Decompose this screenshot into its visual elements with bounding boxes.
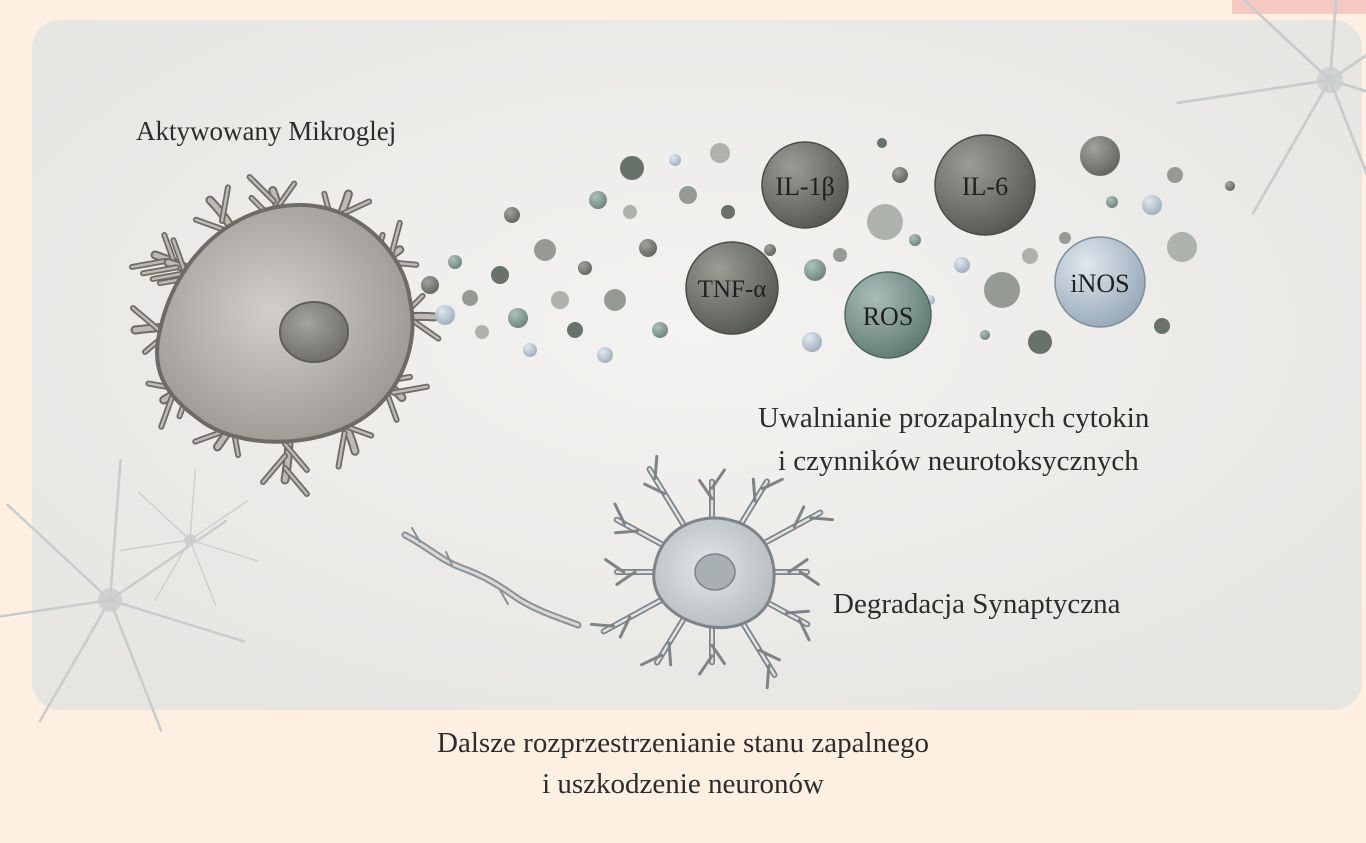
- mediator-particle: [721, 205, 735, 219]
- mediator-particle: [620, 156, 644, 180]
- mediator-particle: [1154, 318, 1170, 334]
- mediator-particle: [1225, 181, 1235, 191]
- mediator-particle: [909, 234, 921, 246]
- neuron-nucleus: [695, 554, 735, 590]
- mediator-particle: [567, 322, 583, 338]
- mediator-particle: [421, 276, 439, 294]
- mediator-particle: [764, 244, 776, 256]
- mediator-particle: [448, 255, 462, 269]
- mediator-particle: [710, 143, 730, 163]
- mediator-particle: [578, 261, 592, 275]
- mediator-particle: [435, 305, 455, 325]
- mediator-particle: [523, 343, 537, 357]
- mediator-particle: [504, 207, 520, 223]
- release-label-line2: i czynników neurotoksycznych: [778, 445, 1139, 478]
- mediator-particle: [833, 248, 847, 262]
- mediator-particle: [1059, 232, 1071, 244]
- footer-line1: Dalsze rozprzestrzenianie stanu zapalneg…: [0, 727, 1366, 760]
- mediator-il1b-label: IL-1β: [775, 172, 834, 201]
- release-label-line1: Uwalnianie prozapalnych cytokin: [758, 402, 1149, 435]
- neuron-branch: [767, 666, 769, 688]
- mediator-particle: [892, 167, 908, 183]
- mediator-ros: ROS: [845, 272, 931, 358]
- mediator-particle: [867, 204, 903, 240]
- neuron-branch: [753, 479, 755, 501]
- mediator-particle: [679, 186, 697, 204]
- mediator-particle: [804, 259, 826, 281]
- mediator-il6: IL-6: [935, 135, 1035, 235]
- microglia-label: Aktywowany Mikroglej: [136, 116, 396, 147]
- mediator-particle: [1080, 136, 1120, 176]
- mediator-particle: [491, 266, 509, 284]
- mediator-inos-label: iNOS: [1070, 269, 1129, 298]
- mediator-particle: [639, 239, 657, 257]
- mediator-tnf: TNF-α: [686, 242, 778, 334]
- mediator-particle: [508, 308, 528, 328]
- mediator-particle: [980, 330, 990, 340]
- neuron-branch: [786, 611, 808, 613]
- mediator-ros-label: ROS: [863, 302, 914, 331]
- synaptic-degradation-label: Degradacja Synaptyczna: [833, 588, 1120, 621]
- mediator-il1b: IL-1β: [762, 142, 848, 228]
- mediator-particle: [1167, 232, 1197, 262]
- mediator-particle: [984, 272, 1020, 308]
- mediator-particle: [623, 205, 637, 219]
- neuron-branch: [655, 456, 657, 478]
- mediator-particle: [1028, 330, 1052, 354]
- mediator-particle: [589, 191, 607, 209]
- mediator-particle: [462, 290, 478, 306]
- neuron-branch: [669, 643, 671, 665]
- mediator-particle: [1022, 248, 1038, 264]
- mediator-inos: iNOS: [1055, 237, 1145, 327]
- mediator-particle: [1142, 195, 1162, 215]
- mediator-particle: [877, 138, 887, 148]
- mediator-particle: [604, 289, 626, 311]
- neuron-branch: [811, 518, 833, 520]
- footer-line2: i uszkodzenie neuronów: [0, 768, 1366, 801]
- mediator-particle: [669, 154, 681, 166]
- microglia-nucleus: [280, 302, 348, 362]
- mediator-particle: [652, 322, 668, 338]
- mediator-particle: [534, 239, 556, 261]
- mediator-il6-label: IL-6: [962, 172, 1008, 201]
- mediator-particle: [1167, 167, 1183, 183]
- neuron-branch: [616, 531, 638, 533]
- mediator-tnf-label: TNF-α: [698, 276, 767, 303]
- neuron-branch: [592, 624, 614, 626]
- mediator-particle: [475, 325, 489, 339]
- mediator-particle: [802, 332, 822, 352]
- mediator-particle: [551, 291, 569, 309]
- mediator-particle: [597, 347, 613, 363]
- neuron-cell: [654, 518, 774, 628]
- mediator-particle: [1106, 196, 1118, 208]
- mediator-particle: [954, 257, 970, 273]
